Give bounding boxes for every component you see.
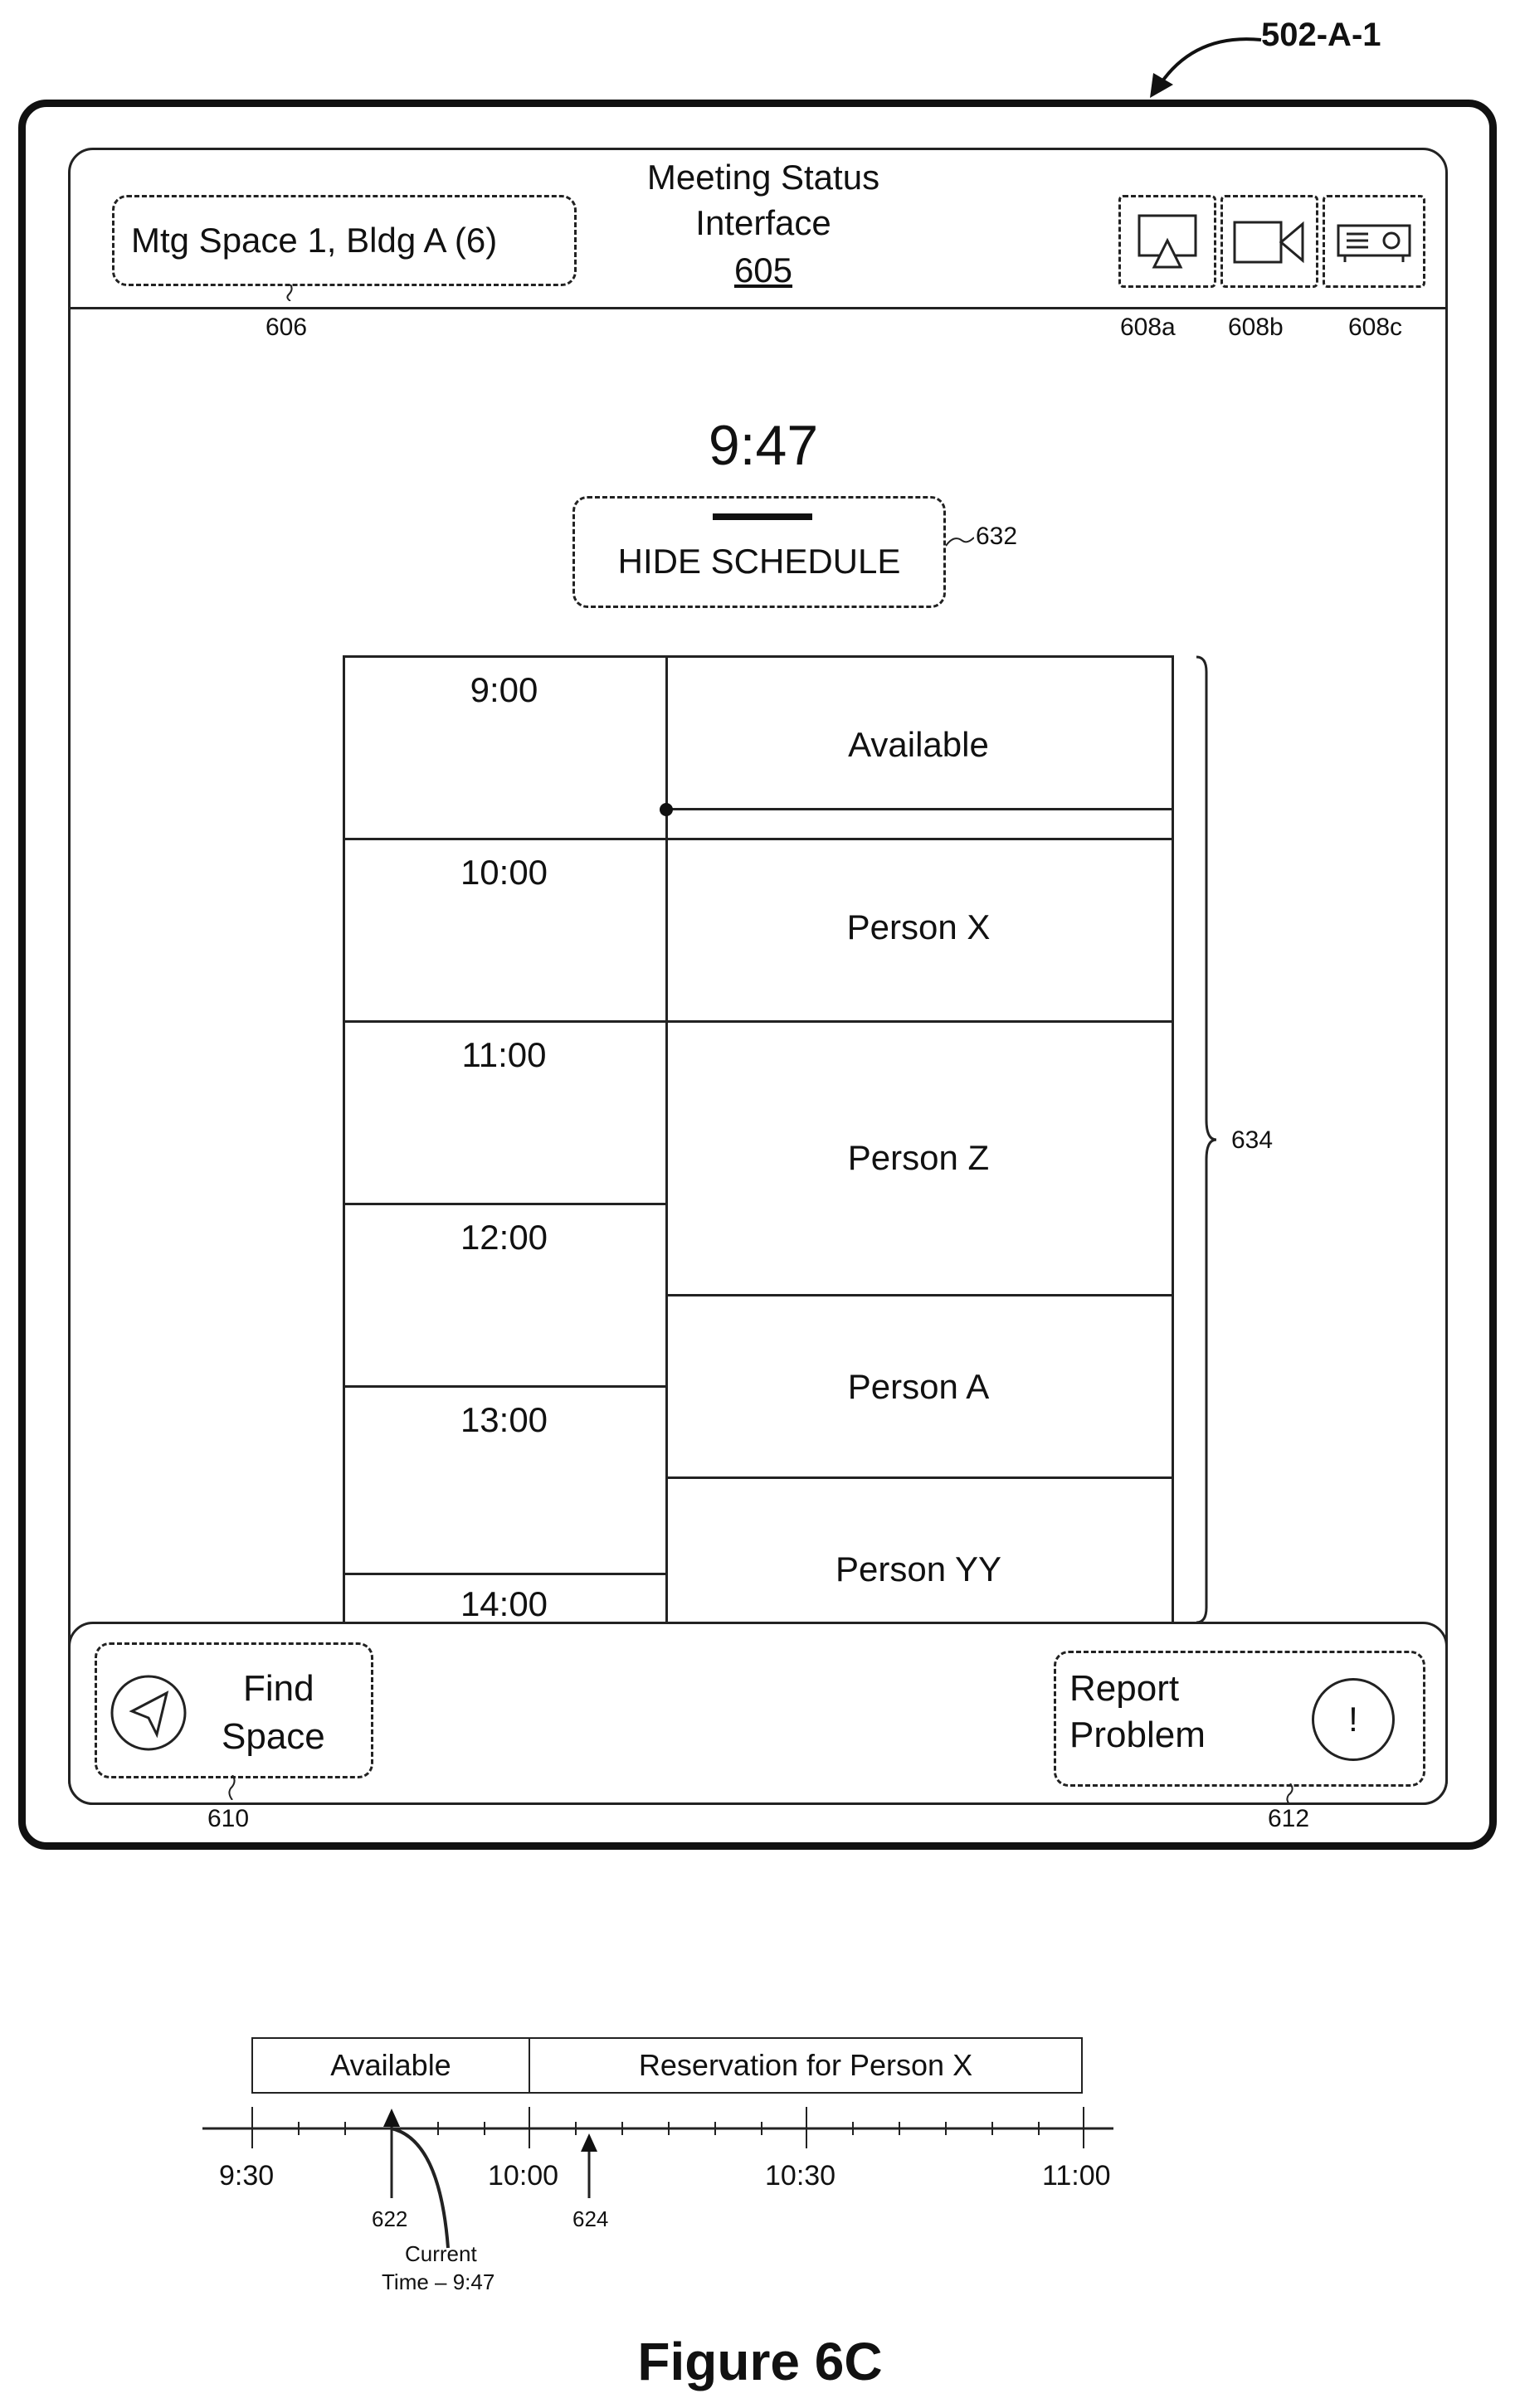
time-slot: 10:00 <box>343 853 665 893</box>
timeline-markers <box>365 2107 531 2256</box>
event-block[interactable]: Person X <box>665 907 1172 947</box>
alert-icon: ! <box>1312 1678 1395 1761</box>
ref-tick <box>224 1775 241 1800</box>
navigation-arrow-icon <box>107 1671 190 1754</box>
display-ref: 608a <box>1120 314 1176 342</box>
find-space-label-line2: Space <box>222 1716 325 1758</box>
current-time-label-line1: Current <box>405 2241 477 2267</box>
video-camera-icon <box>1223 197 1316 285</box>
interface-title-line1: Meeting Status <box>639 158 888 197</box>
event-block[interactable]: Person Z <box>665 1138 1172 1178</box>
time-slot: 9:00 <box>343 670 665 710</box>
display-icon <box>1121 197 1214 285</box>
figure-reference: 502-A-1 <box>1261 17 1381 54</box>
ref-tick <box>282 285 299 301</box>
figure-caption: Figure 6C <box>511 2331 1009 2392</box>
interface-title-line2: Interface <box>639 203 888 243</box>
current-time-label-line2: Time – 9:47 <box>382 2269 494 2295</box>
interface-title-ref: 605 <box>639 251 888 290</box>
event-block[interactable]: Person YY <box>665 1549 1172 1589</box>
report-problem-label-line2: Problem <box>1069 1715 1206 1756</box>
find-space-label-line1: Find <box>243 1668 314 1710</box>
video-button[interactable] <box>1220 195 1318 288</box>
report-problem-label-line1: Report <box>1069 1668 1179 1710</box>
hide-schedule-button[interactable]: HIDE SCHEDULE <box>572 496 946 608</box>
current-time-dot <box>660 803 673 816</box>
timeline-available-segment: Available <box>251 2037 530 2094</box>
time-slot: 11:00 <box>343 1035 665 1075</box>
timeline-reservation-segment: Reservation for Person X <box>529 2037 1083 2094</box>
find-space-button[interactable]: Find Space <box>95 1642 373 1778</box>
video-ref: 608b <box>1228 314 1284 342</box>
marker-ref: 624 <box>572 2206 608 2232</box>
timeline-axis <box>191 2107 1137 2157</box>
event-block[interactable]: Available <box>665 725 1172 765</box>
space-selector-ref: 606 <box>266 314 307 342</box>
ref-tick <box>946 531 974 547</box>
projector-ref: 608c <box>1348 314 1402 342</box>
timeline-tick-label: 11:00 <box>1042 2160 1111 2192</box>
timeline-tick-label: 10:30 <box>765 2160 836 2192</box>
schedule-grid[interactable]: 9:00 10:00 11:00 12:00 13:00 14:00 Avail… <box>343 655 1176 1622</box>
hide-schedule-label: HIDE SCHEDULE <box>575 542 943 581</box>
reference-arrow <box>1145 25 1269 100</box>
space-label: Mtg Space 1, Bldg A (6) <box>131 221 497 260</box>
event-block[interactable]: Person A <box>665 1367 1172 1407</box>
current-time-line <box>665 808 1174 810</box>
projector-button[interactable] <box>1323 195 1425 288</box>
current-time: 9:47 <box>631 413 896 478</box>
header-divider <box>71 307 1445 309</box>
ref-tick <box>1282 1783 1298 1805</box>
schedule-ref: 634 <box>1231 1126 1273 1155</box>
schedule-brace <box>1195 655 1228 1626</box>
report-problem-ref: 612 <box>1268 1805 1309 1833</box>
timeline-tick-label: 9:30 <box>219 2160 274 2192</box>
time-slot: 12:00 <box>343 1218 665 1258</box>
hide-schedule-ref: 632 <box>976 523 1017 551</box>
marker-arrow <box>577 2132 602 2206</box>
report-problem-button[interactable]: Report Problem ! <box>1054 1651 1425 1787</box>
timeline-segment-label: Available <box>330 2048 451 2083</box>
space-selector[interactable]: Mtg Space 1, Bldg A (6) <box>112 195 577 286</box>
find-space-ref: 610 <box>207 1805 249 1833</box>
time-slot: 14:00 <box>343 1584 665 1622</box>
timeline-segment-label: Reservation for Person X <box>639 2048 972 2083</box>
display-button[interactable] <box>1118 195 1216 288</box>
drag-handle <box>713 513 812 520</box>
marker-ref: 622 <box>372 2206 407 2232</box>
projector-icon <box>1325 197 1423 285</box>
time-slot: 13:00 <box>343 1400 665 1440</box>
